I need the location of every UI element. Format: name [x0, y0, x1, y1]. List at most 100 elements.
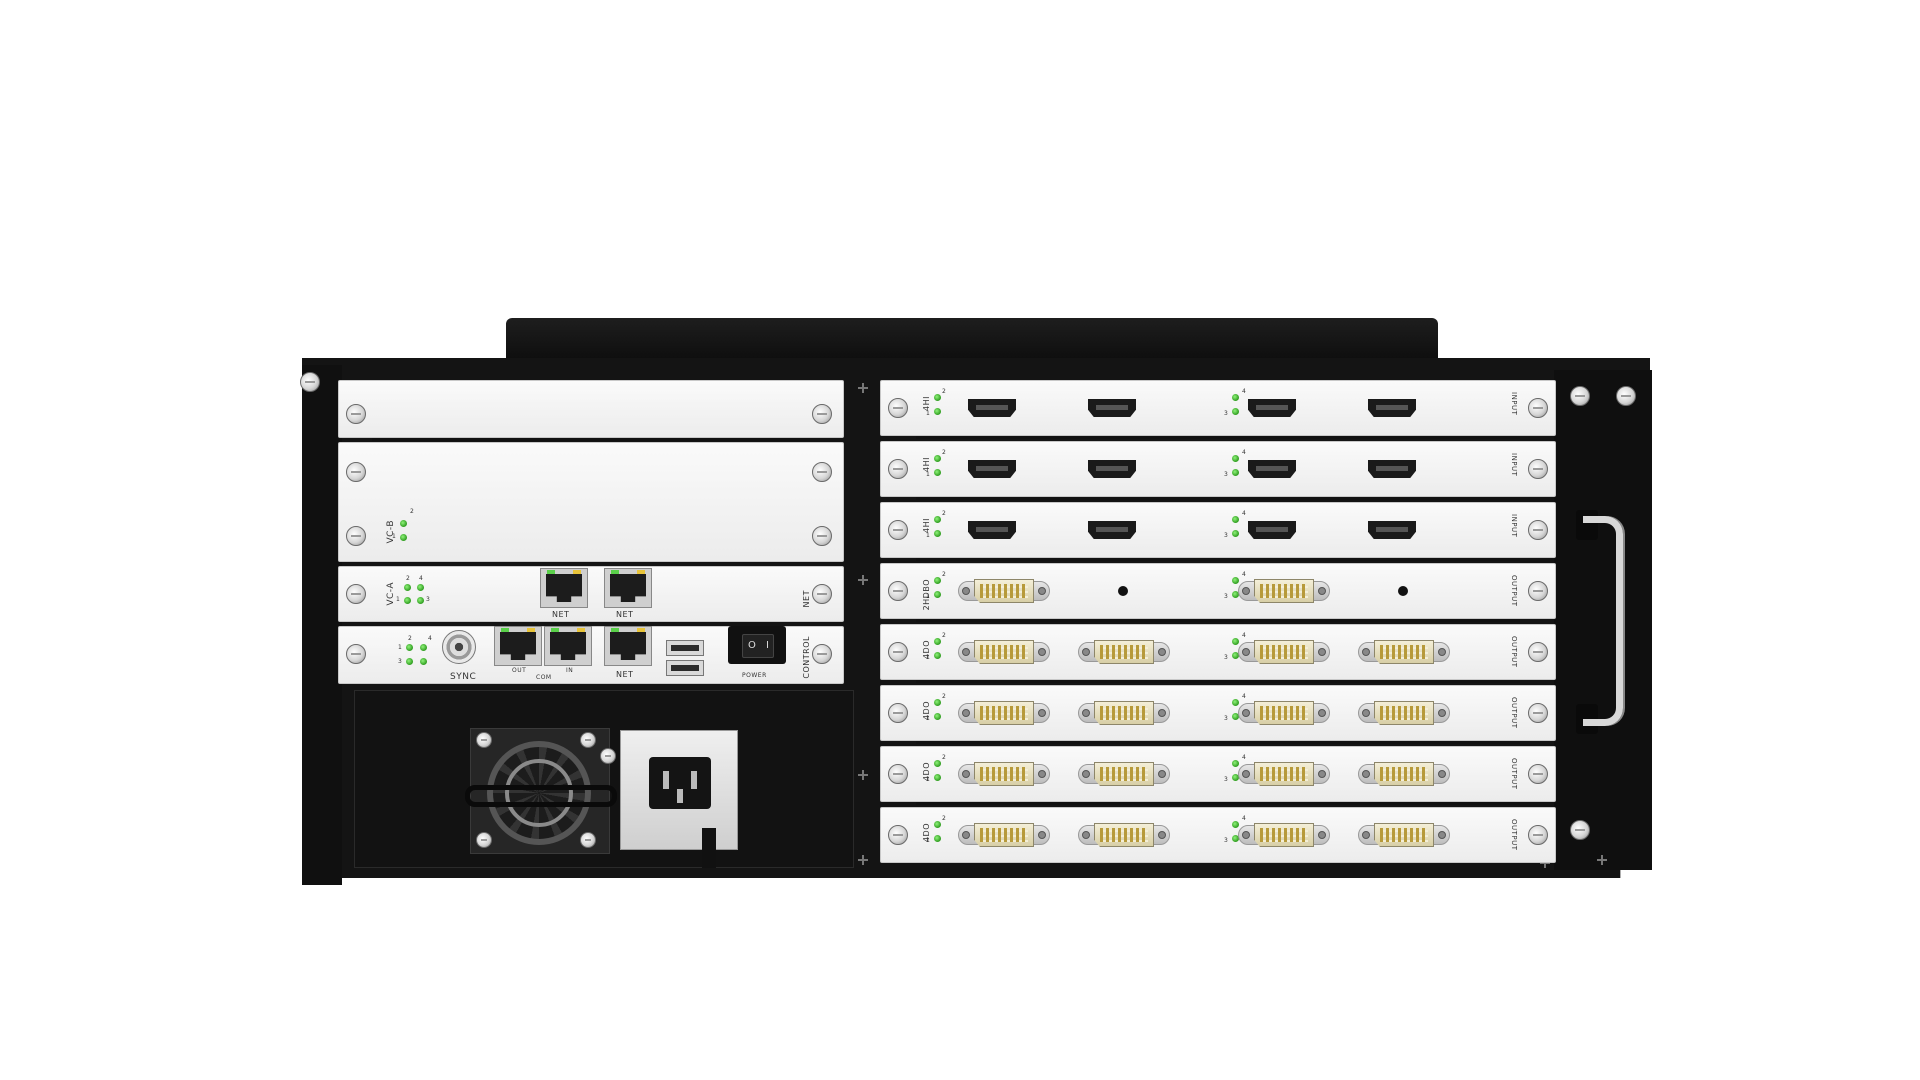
- dvi-port[interactable]: [1078, 762, 1170, 786]
- card-gap: [916, 741, 1520, 744]
- com-out-port[interactable]: [494, 626, 542, 666]
- status-led: [406, 644, 413, 651]
- net-port-label: NET: [552, 610, 570, 619]
- led-number: 4: [1242, 388, 1247, 395]
- status-led: [406, 658, 413, 665]
- power-switch[interactable]: [728, 626, 786, 664]
- led-number: 2: [942, 815, 947, 822]
- panel-fastener: [1540, 858, 1550, 868]
- card-gap: [916, 680, 1520, 683]
- card-screw: [346, 526, 366, 546]
- dvi-port[interactable]: [958, 701, 1050, 725]
- card-screw: [1528, 642, 1548, 662]
- dvi-port[interactable]: [958, 579, 1050, 603]
- hdmi-port[interactable]: [1088, 399, 1136, 417]
- status-led: [934, 638, 941, 645]
- chassis-screw: [1570, 820, 1590, 840]
- led-number: 2: [942, 449, 947, 456]
- sync-bnc-connector[interactable]: [442, 630, 476, 664]
- hdmi-port[interactable]: [1248, 460, 1296, 478]
- status-led: [1232, 713, 1239, 720]
- com-out-label: OUT: [512, 667, 527, 674]
- usb-port[interactable]: [666, 640, 704, 656]
- card-side-label: OUTPUT: [1510, 575, 1518, 607]
- hdmi-port[interactable]: [968, 399, 1016, 417]
- status-led: [420, 644, 427, 651]
- status-led: [1232, 652, 1239, 659]
- card-screw: [888, 581, 908, 601]
- dvi-port[interactable]: [1358, 762, 1450, 786]
- ethernet-port[interactable]: [604, 568, 652, 608]
- net-side-label: NET: [802, 590, 811, 608]
- card-screw: [812, 644, 832, 664]
- com-label: COM: [536, 674, 552, 681]
- dvi-port[interactable]: [1358, 823, 1450, 847]
- led-number: 2: [942, 388, 947, 395]
- hdmi-port[interactable]: [968, 460, 1016, 478]
- psu-pull-handle[interactable]: [465, 785, 617, 807]
- dvi-port[interactable]: [958, 823, 1050, 847]
- card-model-label: 4HI: [922, 396, 931, 411]
- card-gap: [916, 436, 1520, 439]
- card-screw: [888, 825, 908, 845]
- status-led: [420, 658, 427, 665]
- status-led: [934, 408, 941, 415]
- hdmi-port[interactable]: [1248, 399, 1296, 417]
- card-screw: [888, 520, 908, 540]
- card-screw: [888, 703, 908, 723]
- net-port-label: NET: [616, 670, 634, 679]
- hdmi-port[interactable]: [1368, 521, 1416, 539]
- card-model-label: 4HI: [922, 457, 931, 472]
- card-screw: [1528, 703, 1548, 723]
- com-in-port[interactable]: [544, 626, 592, 666]
- card-gap: [372, 438, 810, 441]
- hdmi-port[interactable]: [1368, 460, 1416, 478]
- status-led: [934, 530, 941, 537]
- status-led: [934, 713, 941, 720]
- dvi-port[interactable]: [1078, 823, 1170, 847]
- led-number: 4: [1242, 571, 1247, 578]
- status-led: [934, 516, 941, 523]
- status-led: [934, 394, 941, 401]
- status-led: [1232, 577, 1239, 584]
- dvi-port[interactable]: [1078, 701, 1170, 725]
- psu-screw: [600, 748, 616, 764]
- chassis-screw: [1570, 386, 1590, 406]
- dvi-port[interactable]: [958, 640, 1050, 664]
- card-side-label: OUTPUT: [1510, 636, 1518, 668]
- power-supply-module: [465, 728, 738, 868]
- vc-b-card: [338, 442, 844, 562]
- dvi-port[interactable]: [958, 762, 1050, 786]
- led-number: 2: [408, 635, 413, 642]
- usb-port[interactable]: [666, 660, 704, 676]
- indicator-hole: [1118, 586, 1128, 596]
- status-led: [417, 597, 424, 604]
- led-number: 3: [1224, 654, 1229, 661]
- dvi-port[interactable]: [1078, 640, 1170, 664]
- led-number: 1: [396, 596, 401, 603]
- hdmi-port[interactable]: [1248, 521, 1296, 539]
- control-net-port[interactable]: [604, 626, 652, 666]
- panel-fastener: [858, 770, 868, 780]
- dvi-port[interactable]: [1238, 640, 1330, 664]
- status-led: [1232, 699, 1239, 706]
- led-number: 1: [926, 715, 931, 722]
- dvi-port[interactable]: [1238, 762, 1330, 786]
- card-side-label: INPUT: [1510, 514, 1518, 538]
- psu-release-latch[interactable]: [702, 828, 716, 868]
- hdmi-port[interactable]: [1088, 521, 1136, 539]
- ethernet-port[interactable]: [540, 568, 588, 608]
- dvi-port[interactable]: [1238, 701, 1330, 725]
- card-side-label: INPUT: [1510, 453, 1518, 477]
- hdmi-port[interactable]: [1368, 399, 1416, 417]
- left-rack-ear: [302, 365, 342, 885]
- hdmi-port[interactable]: [1088, 460, 1136, 478]
- dvi-port[interactable]: [1358, 640, 1450, 664]
- fan-guard: [505, 759, 573, 827]
- status-led: [400, 520, 407, 527]
- dvi-port[interactable]: [1358, 701, 1450, 725]
- dvi-port[interactable]: [1238, 579, 1330, 603]
- led-number: 4: [1242, 754, 1247, 761]
- dvi-port[interactable]: [1238, 823, 1330, 847]
- hdmi-port[interactable]: [968, 521, 1016, 539]
